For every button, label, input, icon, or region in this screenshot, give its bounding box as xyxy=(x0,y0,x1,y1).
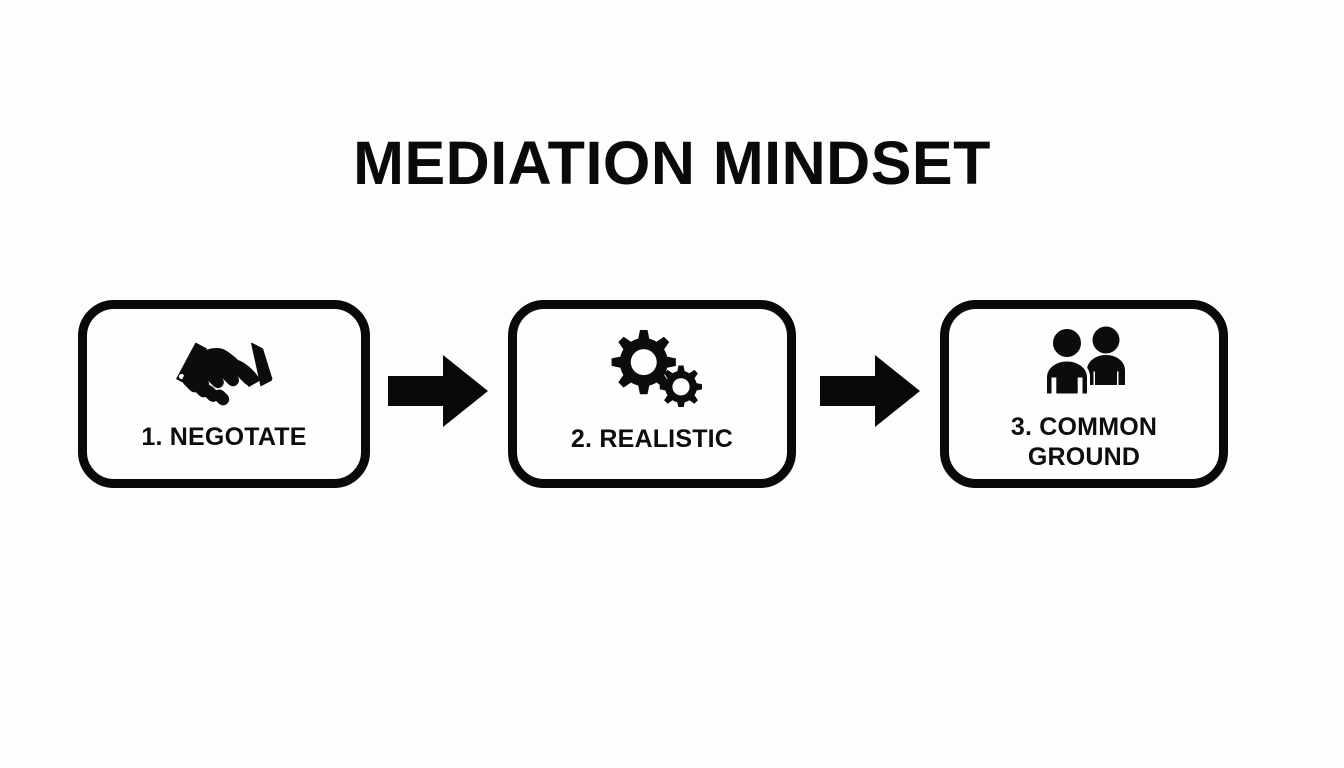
arrow-right-icon-1 xyxy=(388,355,488,427)
page-title: MEDIATION MINDSET xyxy=(353,129,991,197)
process-step-3-label-line-2: GROUND xyxy=(1027,442,1141,471)
process-step-1[interactable]: 1. NEGOTATE xyxy=(78,300,370,488)
handshake-icon xyxy=(165,335,283,409)
process-flow-diagram: 1. NEGOTATE xyxy=(78,300,1228,488)
arrow-right-icon-2 xyxy=(820,355,920,427)
two-people-icon xyxy=(1036,321,1132,403)
process-step-3[interactable]: 3. COMMON GROUND xyxy=(940,300,1228,488)
process-step-3-label: 3. COMMON GROUND xyxy=(1005,413,1163,472)
process-step-1-label: 1. NEGOTATE xyxy=(141,423,307,451)
gears-icon xyxy=(602,330,702,407)
process-step-2-label: 2. REALISTIC xyxy=(570,425,734,453)
process-step-2[interactable]: 2. REALISTIC xyxy=(508,300,796,488)
process-step-3-label-line-1: 3. COMMON xyxy=(1010,413,1158,441)
